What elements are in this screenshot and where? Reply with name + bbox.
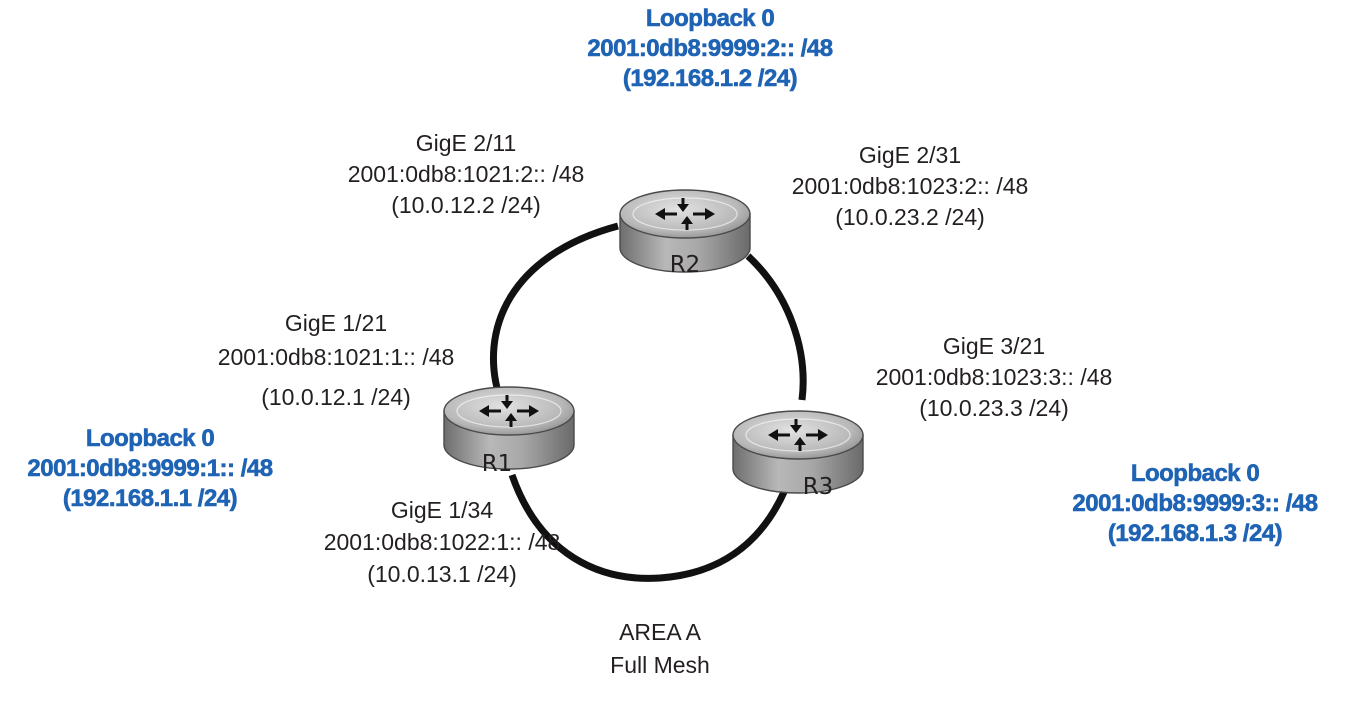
- loopback-name: Loopback 0: [85, 425, 215, 453]
- router-label-r3: R3: [803, 474, 834, 500]
- loopback-r2-label: Loopback 0 2001:0db8:9999:2:: /48 (192.1…: [565, 4, 855, 94]
- link-r2-r3: [745, 253, 807, 401]
- area-label: AREA A Full Mesh: [560, 616, 760, 682]
- interface-ipv6: 2001:0db8:1022:1:: /48: [323, 529, 561, 555]
- loopback-name: Loopback 0: [645, 5, 775, 33]
- interface-name: GigE 2/31: [858, 142, 962, 168]
- router-r1[interactable]: R1: [442, 385, 576, 477]
- loopback-ipv4: (192.168.1.2 /24): [622, 65, 798, 93]
- loopback-name: Loopback 0: [1130, 460, 1260, 488]
- interface-name: GigE 2/11: [415, 130, 517, 156]
- interface-ipv4: (10.0.12.2 /24): [391, 192, 541, 218]
- interface-name: GigE 3/21: [942, 333, 1046, 359]
- loopback-ipv6: 2001:0db8:9999:3:: /48: [1072, 490, 1318, 518]
- loopback-r3-label: Loopback 0 2001:0db8:9999:3:: /48 (192.1…: [1040, 459, 1350, 549]
- router-label-r2: R2: [670, 252, 701, 278]
- interface-ipv4: (10.0.23.2 /24): [835, 204, 985, 230]
- interface-name: GigE 1/21: [284, 310, 388, 336]
- loopback-r1-label: Loopback 0 2001:0db8:9999:1:: /48 (192.1…: [0, 424, 300, 514]
- interface-name: GigE 1/34: [390, 497, 494, 523]
- loopback-ipv6: 2001:0db8:9999:2:: /48: [587, 35, 833, 63]
- loopback-ipv4: (192.168.1.1 /24): [62, 485, 238, 513]
- interface-gige-1-21-label: GigE 1/21 2001:0db8:1021:1:: /48 (10.0.1…: [176, 306, 496, 414]
- link-r1-r3: [508, 473, 788, 582]
- router-r2[interactable]: R2: [618, 188, 752, 278]
- loopback-ipv6: 2001:0db8:9999:1:: /48: [27, 455, 273, 483]
- interface-gige-2-31-label: GigE 2/31 2001:0db8:1023:2:: /48 (10.0.2…: [750, 140, 1070, 233]
- router-r3[interactable]: R3: [731, 409, 865, 500]
- interface-ipv4: (10.0.12.1 /24): [261, 384, 411, 410]
- area-name: AREA A: [619, 619, 701, 645]
- interface-ipv4: (10.0.23.3 /24): [919, 395, 1069, 421]
- interface-gige-3-21-label: GigE 3/21 2001:0db8:1023:3:: /48 (10.0.2…: [834, 331, 1154, 424]
- interface-gige-1-34-label: GigE 1/34 2001:0db8:1022:1:: /48 (10.0.1…: [282, 494, 602, 590]
- interface-ipv6: 2001:0db8:1023:2:: /48: [791, 173, 1029, 199]
- interface-ipv6: 2001:0db8:1021:1:: /48: [217, 344, 455, 370]
- interface-ipv4: (10.0.13.1 /24): [367, 561, 517, 587]
- link-r1-r2: [490, 222, 619, 401]
- area-topology: Full Mesh: [610, 652, 710, 678]
- loopback-ipv4: (192.168.1.3 /24): [1107, 520, 1283, 548]
- interface-ipv6: 2001:0db8:1023:3:: /48: [875, 364, 1113, 390]
- router-label-r1: R1: [482, 451, 513, 477]
- interface-ipv6: 2001:0db8:1021:2:: /48: [347, 161, 585, 187]
- interface-gige-2-11-label: GigE 2/11 2001:0db8:1021:2:: /48 (10.0.1…: [306, 128, 626, 221]
